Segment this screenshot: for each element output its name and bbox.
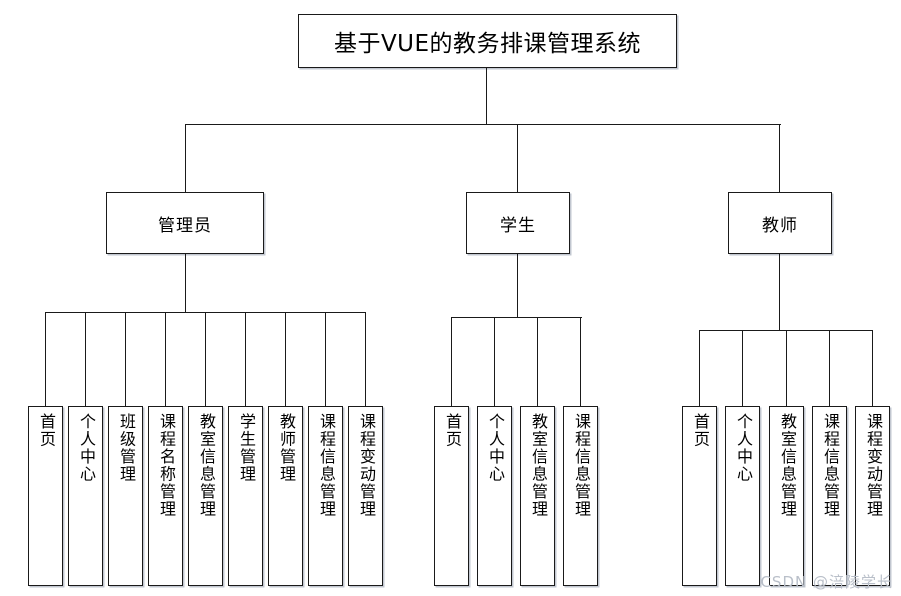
- leaf-node-teacher-5-label: 课程变动管理: [863, 413, 883, 518]
- leaf-node-admin-9-label: 课程变动管理: [356, 413, 376, 518]
- connector-student-bus: [451, 317, 582, 319]
- connector-admin-drop-3: [125, 312, 127, 407]
- connector-root-bus: [185, 124, 781, 126]
- role-node-student-label: 学生: [500, 215, 536, 236]
- connector-student-drop-3: [537, 317, 539, 407]
- connector-teacher-stem: [779, 254, 781, 331]
- leaf-node-admin-8: 课程信息管理: [308, 406, 343, 586]
- connector-teacher-drop-5: [872, 330, 874, 407]
- connector-root-stem: [486, 68, 488, 125]
- connector-student-drop-2: [494, 317, 496, 407]
- connector-root-to-student: [517, 124, 519, 193]
- leaf-node-teacher-5: 课程变动管理: [855, 406, 890, 586]
- connector-root-to-admin: [185, 124, 187, 193]
- leaf-node-student-4: 课程信息管理: [563, 406, 598, 586]
- leaf-node-teacher-4: 课程信息管理: [812, 406, 847, 586]
- leaf-node-teacher-2-label: 个人中心: [733, 413, 753, 483]
- leaf-node-student-1-label: 首页: [442, 413, 462, 448]
- leaf-node-admin-7: 教师管理: [268, 406, 303, 586]
- leaf-node-admin-4: 课程名称管理: [148, 406, 183, 586]
- leaf-node-student-2: 个人中心: [477, 406, 512, 586]
- leaf-node-student-2-label: 个人中心: [485, 413, 505, 483]
- role-node-teacher: 教师: [728, 192, 832, 254]
- leaf-node-teacher-4-label: 课程信息管理: [820, 413, 840, 518]
- leaf-node-admin-3: 班级管理: [108, 406, 143, 586]
- connector-student-drop-4: [580, 317, 582, 407]
- leaf-node-teacher-2: 个人中心: [725, 406, 760, 586]
- leaf-node-admin-1: 首页: [28, 406, 63, 586]
- leaf-node-admin-2: 个人中心: [68, 406, 103, 586]
- role-node-student: 学生: [466, 192, 570, 254]
- connector-teacher-drop-1: [699, 330, 701, 407]
- connector-admin-drop-7: [285, 312, 287, 407]
- root-node-system-title: 基于VUE的教务排课管理系统: [298, 14, 677, 68]
- connector-admin-drop-8: [325, 312, 327, 407]
- role-node-admin: 管理员: [106, 192, 264, 254]
- connector-student-drop-1: [451, 317, 453, 407]
- connector-teacher-drop-2: [742, 330, 744, 407]
- leaf-node-admin-8-label: 课程信息管理: [316, 413, 336, 518]
- root-node-label: 基于VUE的教务排课管理系统: [333, 31, 642, 57]
- connector-admin-drop-2: [85, 312, 87, 407]
- leaf-node-teacher-1-label: 首页: [690, 413, 710, 448]
- connector-teacher-drop-4: [829, 330, 831, 407]
- connector-admin-drop-9: [365, 312, 367, 407]
- leaf-node-admin-6: 学生管理: [228, 406, 263, 586]
- leaf-node-admin-6-label: 学生管理: [236, 413, 256, 483]
- leaf-node-student-4-label: 课程信息管理: [571, 413, 591, 518]
- leaf-node-admin-1-label: 首页: [36, 413, 56, 448]
- role-node-admin-label: 管理员: [158, 215, 212, 236]
- connector-student-stem: [517, 254, 519, 318]
- connector-teacher-drop-3: [786, 330, 788, 407]
- leaf-node-admin-7-label: 教师管理: [276, 413, 296, 483]
- leaf-node-student-3-label: 教室信息管理: [528, 413, 548, 518]
- leaf-node-admin-5: 教室信息管理: [188, 406, 223, 586]
- connector-admin-drop-6: [245, 312, 247, 407]
- leaf-node-teacher-3-label: 教室信息管理: [777, 413, 797, 518]
- leaf-node-student-1: 首页: [434, 406, 469, 586]
- connector-admin-drop-1: [45, 312, 47, 407]
- leaf-node-teacher-3: 教室信息管理: [769, 406, 804, 586]
- role-node-teacher-label: 教师: [762, 215, 798, 236]
- connector-admin-stem: [185, 254, 187, 313]
- leaf-node-admin-4-label: 课程名称管理: [156, 413, 176, 518]
- connector-root-to-teacher: [779, 124, 781, 193]
- csdn-watermark: CSDN @涪陵学长: [760, 573, 893, 591]
- leaf-node-admin-9: 课程变动管理: [348, 406, 383, 586]
- connector-admin-drop-5: [205, 312, 207, 407]
- leaf-node-admin-2-label: 个人中心: [76, 413, 96, 483]
- leaf-node-teacher-1: 首页: [682, 406, 717, 586]
- connector-admin-drop-4: [165, 312, 167, 407]
- leaf-node-admin-3-label: 班级管理: [116, 413, 136, 483]
- leaf-node-admin-5-label: 教室信息管理: [196, 413, 216, 518]
- leaf-node-student-3: 教室信息管理: [520, 406, 555, 586]
